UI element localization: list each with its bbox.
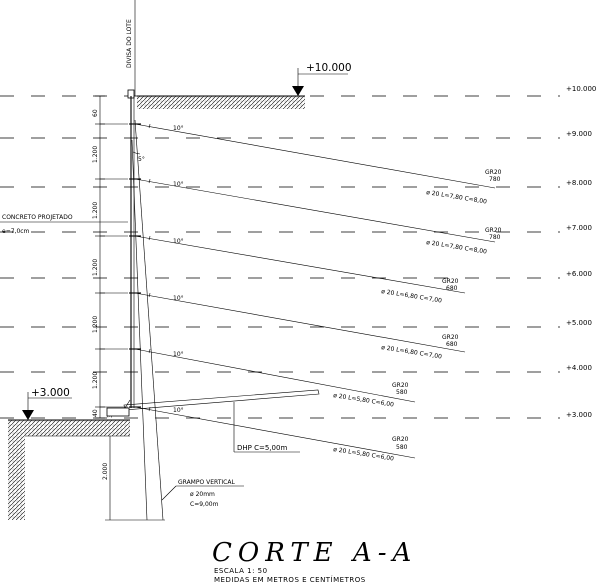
svg-text:780: 780	[489, 234, 501, 241]
dim-label: 1.200	[92, 202, 99, 219]
anchors	[129, 123, 496, 459]
dim-label: 1.200	[92, 316, 99, 333]
dim-label: 40	[92, 409, 99, 417]
elevation-label: +10.000	[566, 85, 596, 93]
svg-text:ø 20 L=7,80 C=8,00: ø 20 L=7,80 C=8,00	[426, 189, 488, 206]
dimension-chain: 60 1.200 1.200 1.200 1.200 1.200 40 30 2…	[92, 95, 165, 521]
svg-text:ø 20 L=5,80 C=6,00: ø 20 L=5,80 C=6,00	[333, 392, 395, 409]
lot-boundary: DIVISA DO LOTE	[126, 0, 136, 96]
svg-text:780: 780	[489, 176, 501, 183]
dim-label: 1.200	[92, 259, 99, 276]
level-triangle-icon	[292, 86, 304, 96]
anchor-label-6: GR20 580 ø 20 L=5,80 C=6,00	[333, 436, 409, 463]
shotcrete-thickness: e=7,0cm	[2, 228, 30, 235]
svg-text:ø 20 L=6,80 C=7,00: ø 20 L=6,80 C=7,00	[381, 288, 443, 305]
angle-label: 10°	[173, 407, 184, 414]
angle-label: 10°	[173, 295, 184, 302]
wall	[124, 89, 164, 521]
anchor-label-3: GR20 680 ø 20 L=6,80 C=7,00	[381, 278, 459, 305]
boundary-label: DIVISA DO LOTE	[126, 19, 133, 68]
bottom-terrain	[8, 407, 130, 520]
dim-label: 1.200	[92, 146, 99, 163]
svg-text:GR20: GR20	[485, 227, 502, 234]
svg-text:GR20: GR20	[392, 436, 409, 443]
elevation-label: +8.000	[566, 179, 592, 187]
bottom-level-label: +3.000	[31, 387, 70, 399]
elevation-label: +5.000	[566, 319, 592, 327]
section-title: CORTE A-A	[212, 538, 417, 568]
top-level-label: +10.000	[306, 62, 352, 74]
svg-text:580: 580	[396, 444, 408, 451]
svg-text:680: 680	[446, 285, 458, 292]
svg-text:680: 680	[446, 341, 458, 348]
drain: DHP C=5,00m	[123, 389, 320, 453]
elevation-label: +4.000	[566, 364, 592, 372]
elevation-lines	[0, 95, 560, 419]
top-level-marker: +10.000	[292, 62, 352, 96]
drain-label: DHP C=5,00m	[237, 444, 287, 452]
svg-text:580: 580	[396, 389, 408, 396]
clamp-callout: GRAMPO VERTICAL ø 20mm C=9,00m	[161, 479, 244, 508]
clamp-length: C=9,00m	[190, 501, 219, 508]
scale-label: ESCALA 1: 50	[214, 567, 268, 575]
svg-text:GR20: GR20	[442, 334, 459, 341]
units-note: MEDIDAS EM METROS E CENTÍMETROS	[214, 575, 366, 584]
svg-text:ø 20 L=7,80 C=8,00: ø 20 L=7,80 C=8,00	[426, 239, 488, 256]
angle-label: 10°	[173, 181, 184, 188]
dim-label: 2.000	[102, 463, 109, 480]
shotcrete-title: CONCRETO PROJETADO	[2, 214, 73, 221]
angle-label: 10°	[173, 125, 184, 132]
elevation-label: +3.000	[566, 411, 592, 419]
bottom-level-marker: +3.000	[22, 387, 72, 420]
dim-label: 60	[92, 109, 99, 117]
title-block: CORTE A-A ESCALA 1: 50 MEDIDAS EM METROS…	[212, 538, 417, 584]
elevation-label: +7.000	[566, 224, 592, 232]
elevation-label: +6.000	[566, 270, 592, 278]
angle-label: 10°	[173, 351, 184, 358]
top-terrain	[137, 95, 305, 109]
svg-text:GR20: GR20	[485, 169, 502, 176]
svg-text:GR20: GR20	[442, 278, 459, 285]
elevation-label: +9.000	[566, 130, 592, 138]
angle-label: 10°	[173, 238, 184, 245]
clamp-diameter: ø 20mm	[190, 491, 215, 498]
level-triangle-icon	[22, 410, 34, 420]
elevation-labels: +10.000 +9.000 +8.000 +7.000 +6.000 +5.0…	[566, 85, 596, 419]
shotcrete-callout: CONCRETO PROJETADO e=7,0cm	[0, 214, 128, 235]
anchor-labels: GR20 780 ø 20 L=7,80 C=8,00 GR20 780 ø 2…	[333, 169, 502, 463]
angle-label-small: 5°	[138, 156, 145, 163]
dim-label: 1.200	[92, 372, 99, 389]
anchor-label-5: GR20 580 ø 20 L=5,80 C=6,00	[333, 382, 409, 409]
svg-text:GR20: GR20	[392, 382, 409, 389]
anchor-label-4: GR20 680 ø 20 L=6,80 C=7,00	[381, 334, 459, 361]
angle-labels: 10° 10° 10° 10° 10° 10° 5°	[138, 125, 184, 414]
clamp-title: GRAMPO VERTICAL	[178, 479, 235, 486]
